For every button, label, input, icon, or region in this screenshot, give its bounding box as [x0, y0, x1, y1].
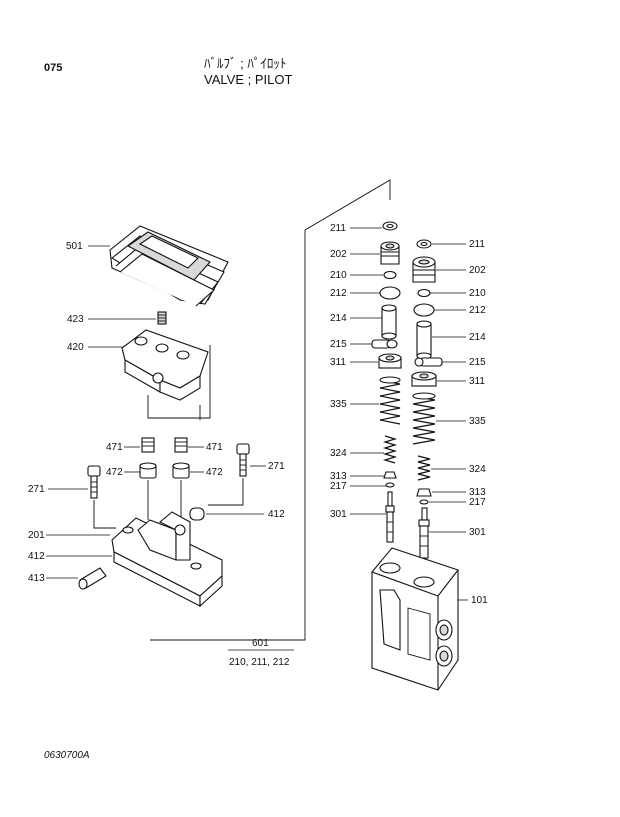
seal-215-right	[414, 357, 443, 367]
casing-201	[111, 511, 223, 608]
title-english: VALVE ; PILOT	[204, 72, 293, 87]
title-japanese: ﾊﾞﾙﾌﾞ ; ﾊﾟｲﾛｯﾄ	[204, 56, 287, 71]
pin-413	[78, 567, 107, 590]
spring-324-left	[382, 435, 398, 464]
pusher-214-right	[416, 320, 432, 360]
cam-420	[121, 329, 209, 401]
pusher-214-left	[381, 304, 397, 340]
callout-472-right: 472	[206, 467, 223, 478]
boot-501	[109, 225, 229, 307]
callout-211-right: 211	[469, 239, 485, 250]
callout-215-left: 215	[330, 339, 347, 350]
plug-202-right	[412, 256, 436, 283]
washer-211-right	[416, 239, 432, 249]
set-screw-423	[157, 311, 167, 325]
page-number: 075	[44, 62, 63, 74]
spring-seat-311-right	[411, 371, 437, 387]
callout-335-right: 335	[469, 416, 486, 427]
oring-217-right	[419, 499, 429, 505]
spring-324-right	[417, 455, 431, 481]
oring-217-left	[385, 482, 395, 488]
assembly-bracket-line	[150, 179, 391, 641]
callout-301-left: 301	[330, 509, 347, 520]
callout-301-right: 301	[469, 527, 486, 538]
pin-412-upper	[189, 507, 205, 521]
washer-313-left	[383, 471, 397, 479]
callout-271-right: 271	[268, 461, 285, 472]
spring-seat-311-left	[378, 353, 402, 369]
callout-202-right: 202	[469, 265, 486, 276]
callout-214-right: 214	[469, 332, 486, 343]
spool-301-right	[418, 507, 430, 559]
oring-210-left	[383, 270, 397, 280]
oring-212-right	[413, 303, 435, 317]
callout-313-left: 313	[330, 471, 347, 482]
callout-324-right: 324	[469, 464, 486, 475]
callout-472-left: 472	[106, 467, 123, 478]
callout-271-left: 271	[28, 484, 45, 495]
callout-201: 201	[28, 530, 45, 541]
oring-210-right	[417, 288, 431, 298]
callout-101: 101	[471, 595, 488, 606]
kit-number: 601	[252, 638, 269, 649]
callout-335-left: 335	[330, 399, 347, 410]
callout-215-right: 215	[469, 357, 486, 368]
set-screws-471	[141, 437, 188, 453]
callout-211-left: 211	[330, 223, 346, 234]
callout-214-left: 214	[330, 313, 347, 324]
spring-335-right	[412, 392, 436, 445]
callout-212-right: 212	[469, 305, 486, 316]
callout-210-right: 210	[469, 288, 486, 299]
callout-471-right: 471	[206, 442, 223, 453]
callout-423: 423	[67, 314, 84, 325]
plug-202-left	[380, 241, 400, 265]
callout-311-right: 311	[469, 376, 485, 387]
washer-313-right	[416, 488, 432, 497]
callout-412-upper: 412	[268, 509, 285, 520]
callout-324-left: 324	[330, 448, 347, 459]
spool-301-left	[385, 491, 395, 543]
oring-212-left	[379, 286, 401, 300]
washer-211-left	[382, 221, 398, 231]
callout-420: 420	[67, 342, 84, 353]
callout-210-left: 210	[330, 270, 347, 281]
callout-311-left: 311	[330, 357, 346, 368]
nuts-472	[139, 462, 190, 479]
valve-body-101	[371, 547, 459, 691]
kit-contents: 210, 211, 212	[229, 657, 290, 668]
bolts-271	[87, 443, 250, 499]
callout-202-left: 202	[330, 249, 347, 260]
callout-313-right: 313	[469, 487, 486, 498]
seal-215-left	[371, 339, 398, 349]
callout-501: 501	[66, 241, 83, 252]
callout-413: 413	[28, 573, 45, 584]
callout-412-lower: 412	[28, 551, 45, 562]
spring-335-left	[379, 376, 401, 425]
drawing-code: 0630700A	[44, 750, 90, 761]
callout-212-left: 212	[330, 288, 347, 299]
callout-471-left: 471	[106, 442, 123, 453]
callout-217-right: 217	[469, 497, 486, 508]
callout-217-left: 217	[330, 481, 347, 492]
